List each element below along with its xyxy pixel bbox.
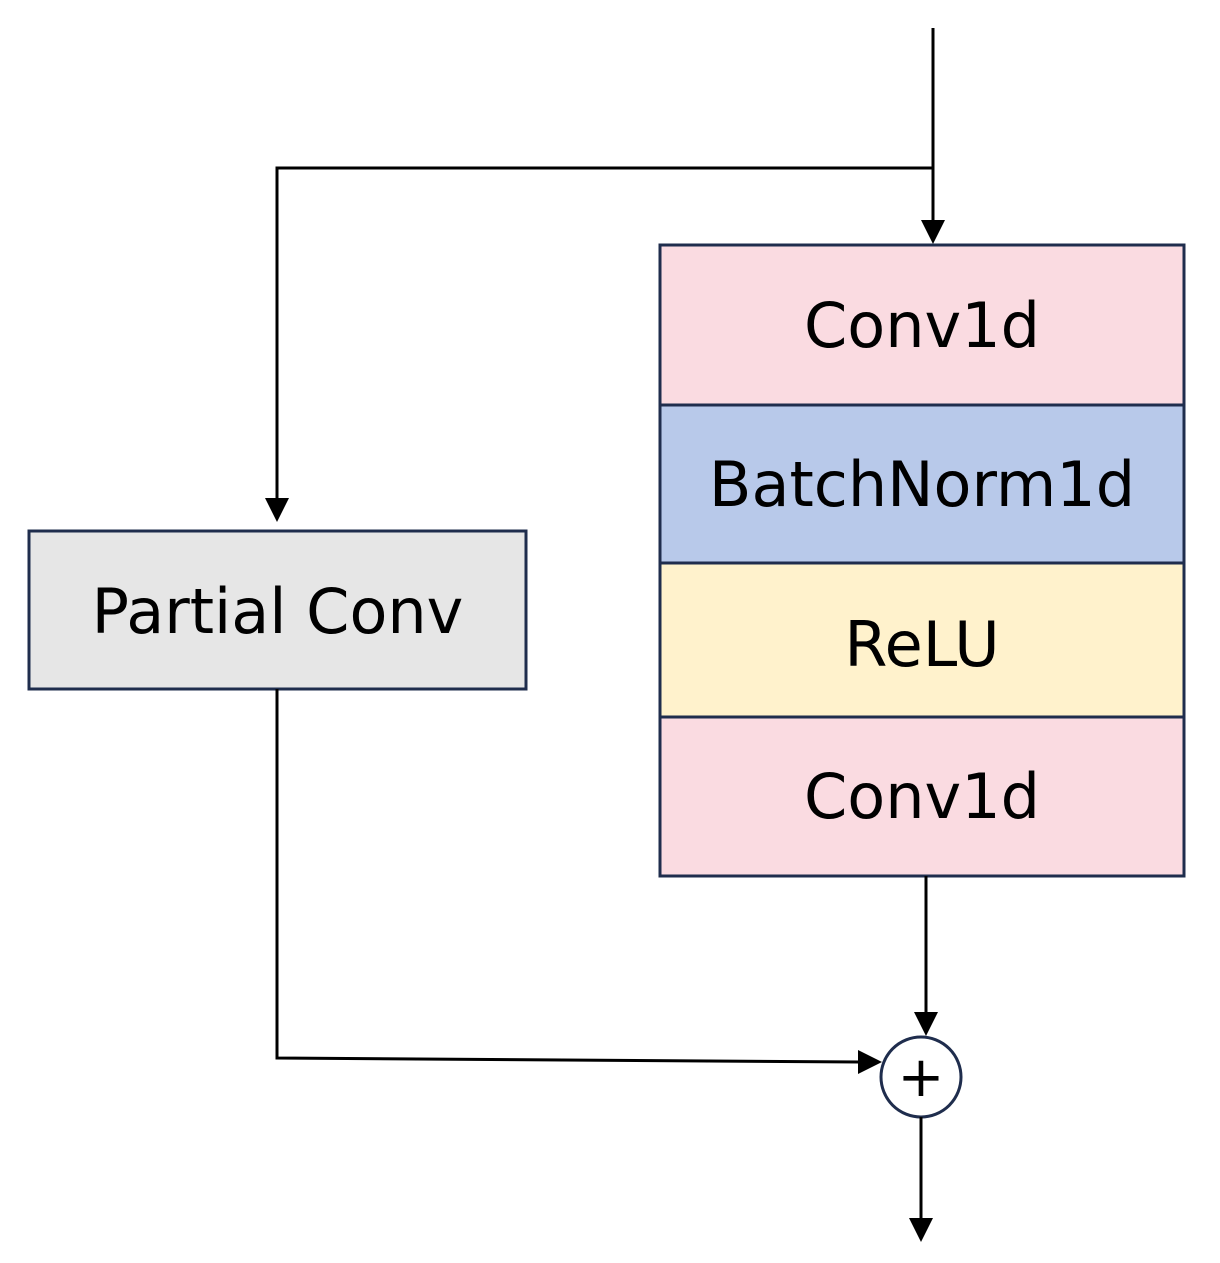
partial-conv-label: Partial Conv xyxy=(92,575,464,648)
conv1d-bottom-layer: Conv1d xyxy=(658,715,1186,878)
partial-conv-block: Partial Conv xyxy=(27,529,528,691)
stack-output-arrowhead xyxy=(914,1012,938,1036)
skip-output-line xyxy=(275,689,861,1064)
skip-branch-line xyxy=(275,166,933,500)
relu-layer: ReLU xyxy=(658,561,1186,719)
batchnorm1d-layer: BatchNorm1d xyxy=(658,403,1186,565)
conv1d-bottom-label: Conv1d xyxy=(804,760,1040,833)
skip-branch-arrowhead xyxy=(265,498,289,522)
layer-stack: Conv1d BatchNorm1d ReLU Conv1d xyxy=(658,243,1186,878)
conv1d-top-layer: Conv1d xyxy=(658,243,1186,407)
conv1d-top-label: Conv1d xyxy=(804,289,1040,362)
relu-label: ReLU xyxy=(844,608,999,681)
batchnorm1d-label: BatchNorm1d xyxy=(709,448,1135,521)
output-arrowhead xyxy=(909,1218,933,1242)
skip-output-arrowhead xyxy=(858,1050,882,1074)
sum-node: + xyxy=(879,1035,963,1119)
plus-icon: + xyxy=(898,1045,945,1110)
main-branch-arrowhead xyxy=(921,220,945,244)
